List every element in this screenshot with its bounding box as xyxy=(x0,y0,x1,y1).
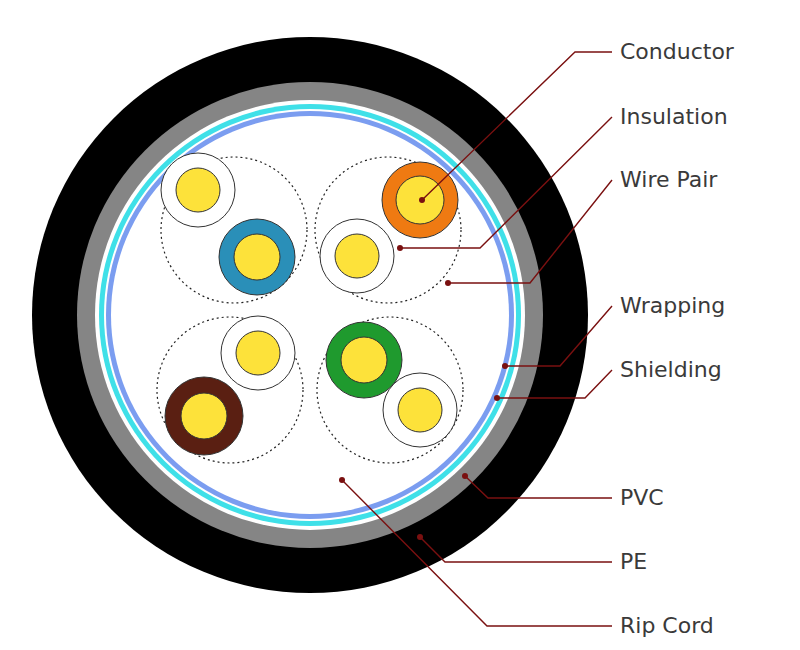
core xyxy=(111,116,509,514)
part-label: PVC xyxy=(620,486,664,510)
leader-lines xyxy=(342,52,612,626)
part-label: Insulation xyxy=(620,105,728,129)
wires xyxy=(161,153,458,455)
part-label: Wire Pair xyxy=(620,168,717,192)
gap-ring xyxy=(104,109,516,521)
part-label: Wrapping xyxy=(620,294,725,318)
shielding-ring xyxy=(106,111,514,519)
pair-outlines xyxy=(157,157,463,463)
pvc-jacket xyxy=(77,82,543,548)
wrapping-ring xyxy=(99,104,521,526)
part-label: Shielding xyxy=(620,358,722,382)
part-label: Rip Cord xyxy=(620,614,714,638)
gap-ring xyxy=(95,100,525,530)
part-label: PE xyxy=(620,550,647,574)
part-label: Conductor xyxy=(620,40,734,64)
leader-dots xyxy=(339,197,508,540)
